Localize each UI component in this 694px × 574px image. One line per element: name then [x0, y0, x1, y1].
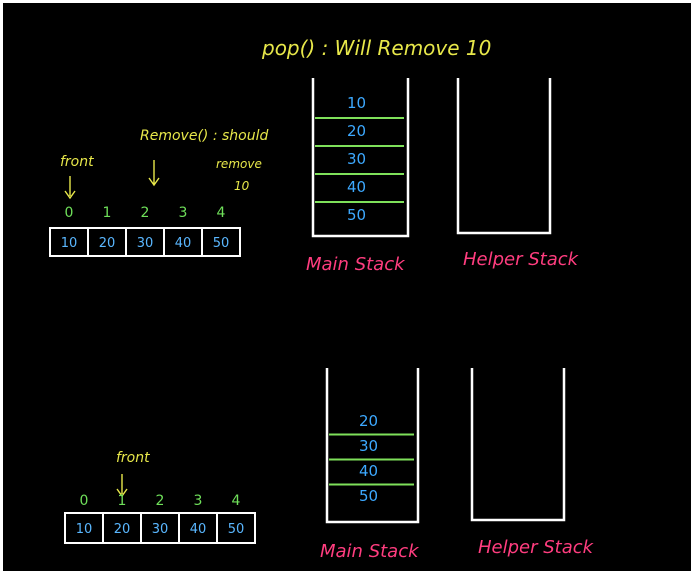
array-top-value: 50 [213, 236, 230, 251]
array-top-index: 2 [141, 205, 150, 221]
main-stack-top-outline [311, 78, 410, 238]
helper-stack-bottom-outline [470, 368, 566, 522]
front-arrow-top [64, 176, 76, 200]
helper-stack-label-top: Helper Stack [463, 249, 580, 270]
array-top-index: 0 [65, 205, 74, 221]
main-stack-top-value: 20 [347, 122, 366, 140]
main-stack-bottom-outline [325, 368, 420, 524]
array-bottom-value: 10 [76, 522, 93, 537]
array-bottom-value: 40 [190, 522, 207, 537]
helper-stack-top-outline [456, 78, 552, 235]
array-bottom-cell [216, 512, 256, 544]
pop-note: pop() : Will Remove 10 [261, 36, 491, 60]
main-stack-label-bottom: Main Stack [320, 541, 420, 562]
array-top-value: 10 [61, 236, 78, 251]
main-stack-top: 10 20 30 40 50 [311, 78, 410, 238]
helper-stack-top [456, 78, 552, 235]
array-top-cells: 10 20 30 40 50 [49, 227, 241, 257]
helper-stack-label-bottom: Helper Stack [478, 537, 595, 558]
array-bottom-indices: 0 1 2 3 4 [80, 493, 241, 509]
array-bottom-index: 1 [118, 493, 127, 509]
main-stack-bottom-value: 20 [359, 412, 378, 430]
array-bottom-index: 2 [156, 493, 165, 509]
remove-note-line1: Remove() : should [140, 128, 268, 144]
main-stack-bottom-value: 50 [359, 487, 378, 505]
array-bottom-value: 20 [114, 522, 131, 537]
remove-arrow [148, 160, 160, 187]
main-stack-top-value: 40 [347, 178, 366, 196]
main-stack-top-value: 50 [347, 206, 366, 224]
main-stack-top-value: 10 [347, 94, 366, 112]
array-top-value: 40 [175, 236, 192, 251]
front-label-top: front [60, 154, 94, 170]
remove-note-line3: 10 [234, 179, 250, 193]
array-bottom-index: 4 [232, 493, 241, 509]
array-top-value: 30 [137, 236, 154, 251]
main-stack-bottom-value: 30 [359, 437, 378, 455]
front-label-bottom: front [116, 450, 150, 466]
main-stack-bottom-value: 40 [359, 462, 378, 480]
array-bottom-value: 50 [228, 522, 245, 537]
array-bottom-index: 0 [80, 493, 89, 509]
array-top-index: 4 [217, 205, 226, 221]
array-top-indices: 0 1 2 3 4 [65, 205, 226, 221]
black-background [3, 3, 691, 571]
main-stack-top-value: 30 [347, 150, 366, 168]
array-bottom-cells: 10 20 30 40 50 [64, 512, 256, 544]
remove-note-line2: remove [216, 157, 262, 171]
array-top-value: 20 [99, 236, 116, 251]
array-top-index: 1 [103, 205, 112, 221]
helper-stack-bottom [470, 368, 566, 522]
array-bottom-value: 30 [152, 522, 169, 537]
array-top-index: 3 [179, 205, 188, 221]
front-arrow-bottom [116, 474, 128, 498]
main-stack-label-top: Main Stack [306, 254, 406, 275]
array-top-cell [201, 227, 241, 257]
array-bottom-index: 3 [194, 493, 203, 509]
main-stack-bottom: 20 30 40 50 [325, 368, 420, 524]
